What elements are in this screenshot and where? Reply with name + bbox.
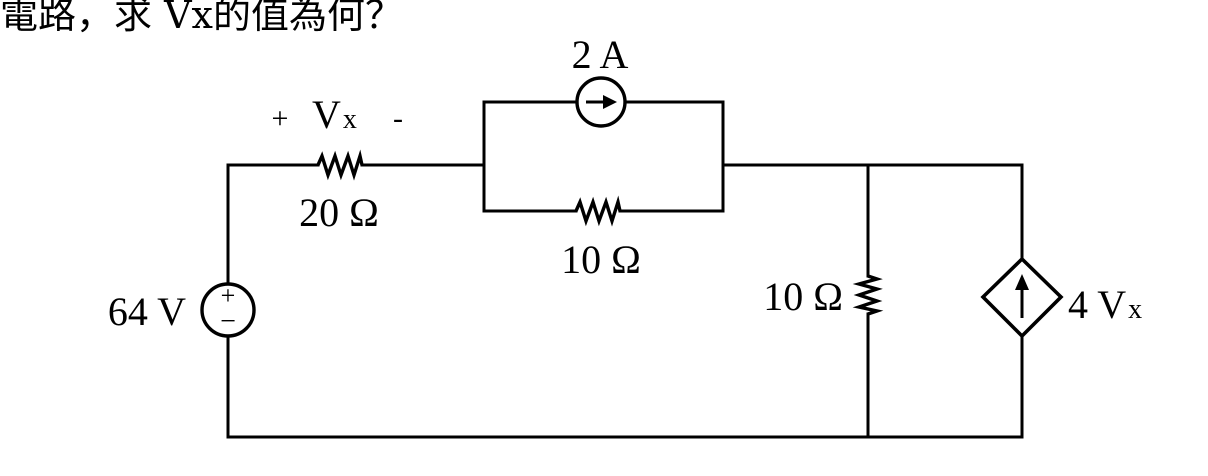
voltage-source-minus: − (220, 306, 236, 337)
arrow-up-icon (1015, 274, 1029, 290)
resistor-20-ohm (316, 149, 364, 181)
vx-minus: - (393, 102, 403, 135)
current-source-label: 2 A (572, 32, 629, 77)
vx-plus: + (272, 102, 289, 135)
voltage-source-plus: + (221, 281, 236, 310)
dependent-source-coefficient: 4 V (1068, 282, 1126, 327)
resistor-20-ohm-label: 20 Ω (299, 190, 379, 235)
resistor-10-ohm-shunt-label: 10 Ω (763, 274, 843, 319)
wires (226, 100, 1024, 439)
resistor-10-ohm-shunt (852, 274, 884, 316)
current-source (575, 76, 627, 128)
vx-label: + Vx - (272, 92, 403, 137)
vx-symbol-letter: V (312, 92, 341, 137)
vx-symbol: Vx (312, 92, 357, 137)
resistor-10-ohm-parallel (574, 195, 622, 227)
dependent-source-subscript: x (1128, 294, 1142, 325)
voltage-source-label: 64 V (108, 289, 186, 334)
voltage-source: + − (200, 281, 256, 338)
resistor-10-ohm-parallel-label: 10 Ω (561, 237, 641, 282)
arrow-right-icon (603, 95, 617, 109)
dependent-current-source (980, 256, 1064, 339)
dependent-source-label: 4 Vx (1068, 282, 1142, 327)
vx-symbol-subscript: x (343, 104, 357, 135)
problem-caption: 電路，求 Vx的值為何？ (0, 0, 403, 37)
